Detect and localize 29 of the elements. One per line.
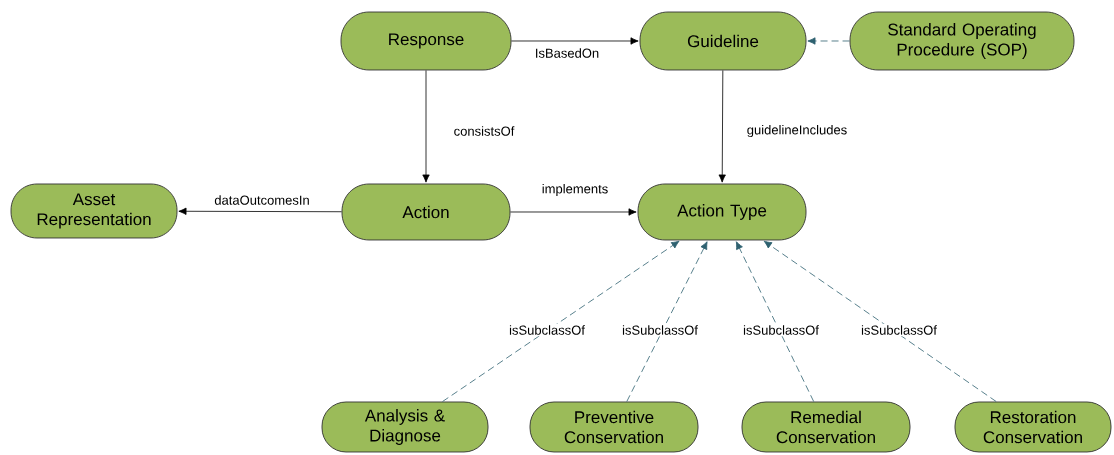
edge-label: dataOutcomesIn [214,195,309,205]
arrow [807,37,850,45]
edge-label: IsBasedOn [536,48,599,58]
edge-label: isSubclassOf [741,323,821,337]
edge-label: isSubclassOf [859,323,939,337]
arrow [763,240,997,402]
rounded-box: Analysis & Diagnose [321,401,489,453]
rounded-box: Remedial Conservation [741,401,911,453]
edge-label: guidelineIncludes [747,124,847,138]
arrow [178,207,342,215]
rounded-box: Action Type [637,183,807,241]
rounded-box: Restoration Conservation [954,401,1112,453]
edge-label: isSubclassOf [620,323,700,337]
edge-label: isSubclassOf [507,323,587,337]
rounded-box: Standard Operating Procedure (SOP) [849,11,1075,71]
arrow [626,241,708,402]
rounded-box: Preventive Conservation [529,401,699,453]
rounded-box: Response [340,11,512,71]
rounded-box: Asset Representation [10,183,178,239]
edge-label: consistsOf [454,126,515,136]
arrow [442,240,680,402]
arrow [510,208,637,216]
rounded-box: Guideline [639,11,807,71]
arrow [718,70,726,183]
edge-label: implements [542,183,608,197]
arrow [422,70,430,183]
arrow [735,241,815,402]
arrow [511,37,639,45]
rounded-box: Action [341,183,511,241]
